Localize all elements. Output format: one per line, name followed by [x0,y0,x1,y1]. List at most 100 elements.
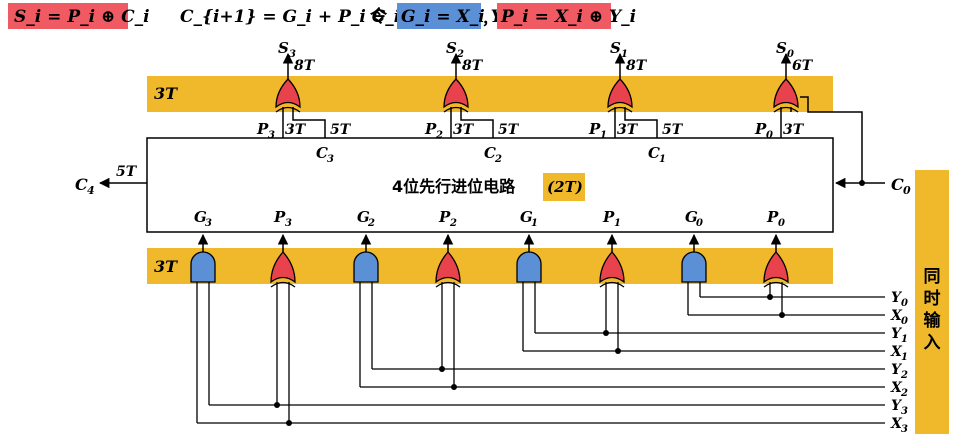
xor-gate-icon [599,251,625,284]
box-pin-sub: 0 [778,218,785,229]
xor-gate-icon-back-arc [435,281,461,288]
box-pin-sub: 3 [285,218,292,229]
sum-output-label: S [278,39,289,57]
generate-gate-0: G0 [681,208,707,283]
bottom-delay-band [147,248,833,284]
top-p-sub: 3 [268,130,275,141]
input-sub: 2 [900,388,908,399]
sum-output-sub: 3 [289,49,296,60]
input-label: X [890,416,903,432]
sum-output-sub: 0 [787,49,794,60]
xor-gate-icon-back-arc [275,106,301,113]
input-label: X [890,308,903,324]
lookahead-delay: (2T) [547,178,583,196]
xor-gate-icon-back-arc [599,281,625,288]
sum-output-sub: 1 [621,49,628,60]
carry-sub: 3 [327,154,334,165]
formula-comma: ， [482,10,497,28]
xor-gate-icon [763,251,789,284]
box-pin-label: P [602,208,615,226]
top-c-delay: 5T [498,122,520,138]
sum-formula: S_i = P_i ⊕ C_i [14,7,150,27]
top-p-sub: 0 [766,130,773,141]
simultaneous-input-block [915,170,949,434]
input-label: Y [891,362,903,378]
box-pin-label: P [766,208,779,226]
xor-gate-icon [773,78,799,109]
generate-formula: G_i = X_i Y_i [401,7,518,27]
carry-out-delay: 5T [116,164,138,180]
top-p-label: P [588,120,601,138]
side-char-4: 入 [924,333,941,353]
input-sub: 0 [901,316,908,327]
carry-out-sub: 4 [87,184,95,197]
box-pin-sub: 1 [614,218,621,229]
generate-gate-2: G2 [353,208,379,283]
xor-gate-icon [275,78,301,109]
top-delay-band [147,76,833,112]
input-sub: 1 [901,352,908,363]
xor-gate-icon-back-arc [773,106,799,113]
propagate-formula: P_i = X_i ⊕ Y_i [500,7,636,27]
lookahead-box-label: 4位先行进位电路 [392,177,516,196]
sum-output-delay: 8T [626,58,648,74]
xor-gate-icon-back-arc [607,106,633,113]
top-p-sub: 1 [600,130,607,141]
input-label: Y [891,290,903,306]
side-label: 同 时 输 入 [924,267,942,353]
carry-label: C [484,144,496,162]
box-pin-label: G [520,208,533,226]
xor-gate-icon [270,251,296,284]
box-pin-label: P [438,208,451,226]
input-sub: 3 [901,424,908,435]
box-pin-label: P [273,208,286,226]
carry-label: C [316,144,328,162]
sum-formula-tag [8,3,128,29]
input-sub: 2 [900,370,908,381]
box-pin-sub: 0 [696,218,703,229]
box-pin-sub: 2 [367,218,375,229]
generate-gate-1: G1 [516,208,542,283]
input-label: Y [891,326,903,342]
box-pin-label: G [685,208,698,226]
carry-out-label: C [75,175,88,194]
carry-in-sub: 0 [903,184,911,197]
carry-sub: 2 [494,154,502,165]
input-sub: 3 [901,406,908,417]
input-sub: 1 [901,334,908,345]
generate-formula-tag [397,3,481,29]
sum-output-delay: 8T [294,58,316,74]
sum-output-delay: 6T [792,58,814,74]
top-p-sub: 2 [435,130,443,141]
input-label: X [890,380,903,396]
box-pin-sub: 3 [205,218,212,229]
sum-output-delay: 8T [462,58,484,74]
carry-in-wiring: C 0 [800,96,911,197]
box-pin-label: G [357,208,370,226]
side-char-3: 输 [924,310,942,331]
and-gate-icon [681,251,707,283]
top-band-delay-label: 3T [154,84,178,103]
and-gate-icon [516,251,542,283]
ling-char: 令 [370,6,388,27]
input-label: Y [891,398,903,414]
xor-gate-icon [607,78,633,109]
xor-gate-icon-back-arc [443,106,469,113]
carry-sub: 1 [659,154,666,165]
box-pin-sub: 2 [449,218,457,229]
sum-output-label: S [610,39,621,57]
bottom-band-delay-label: 3T [154,257,178,276]
sum-output-label: S [446,39,457,57]
xor-gate-icon-back-arc [270,281,296,288]
and-gate-icon [190,251,216,283]
